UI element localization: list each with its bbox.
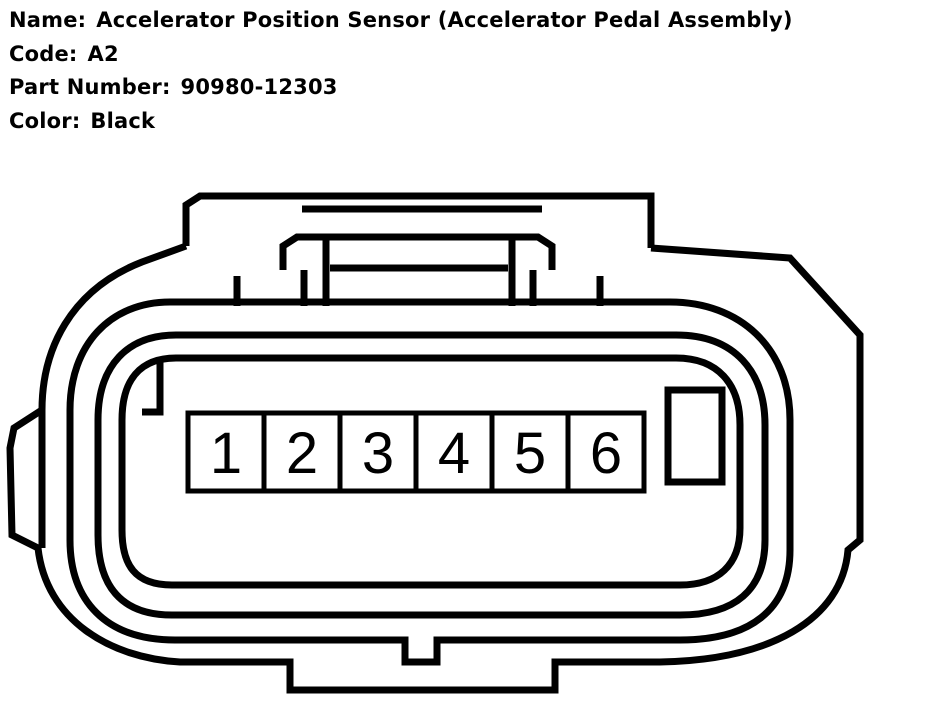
name-row: Name: Accelerator Position Sensor (Accele… xyxy=(9,4,793,38)
name-value: Accelerator Position Sensor (Accelerator… xyxy=(96,8,793,32)
pin-number-6: 6 xyxy=(590,421,622,486)
part-number-row: Part Number: 90980-12303 xyxy=(9,71,793,105)
color-label: Color: xyxy=(9,108,81,133)
code-label: Code: xyxy=(9,41,78,66)
pin-number-1: 1 xyxy=(210,421,242,486)
code-row: Code: A2 xyxy=(9,38,793,72)
pin-number-5: 5 xyxy=(514,421,546,486)
color-row: Color: Black xyxy=(9,105,793,139)
pin-cavity-6 xyxy=(565,410,647,494)
lock-frame xyxy=(279,233,556,270)
pin-number-3: 3 xyxy=(362,421,394,486)
connector-info: Name: Accelerator Position Sensor (Accele… xyxy=(9,4,793,138)
housing-outer xyxy=(6,242,864,694)
pin-cavity-5 xyxy=(489,410,571,494)
housing-middle xyxy=(66,298,794,666)
code-value: A2 xyxy=(87,41,119,66)
housing-inner xyxy=(94,331,769,619)
cavity-outline xyxy=(118,354,744,589)
key-right xyxy=(664,386,726,486)
pin-number-4: 4 xyxy=(438,421,470,486)
color-value: Black xyxy=(90,108,156,133)
part-number-label: Part Number: xyxy=(9,75,171,99)
name-label: Name: xyxy=(9,8,87,32)
key-left xyxy=(142,360,164,416)
pin-cavity-1 xyxy=(185,410,267,494)
part-number-value: 90980-12303 xyxy=(180,75,338,99)
lock-tab-outer xyxy=(182,192,655,248)
pin-cavity-2 xyxy=(261,410,343,494)
pin-number-2: 2 xyxy=(286,421,318,486)
